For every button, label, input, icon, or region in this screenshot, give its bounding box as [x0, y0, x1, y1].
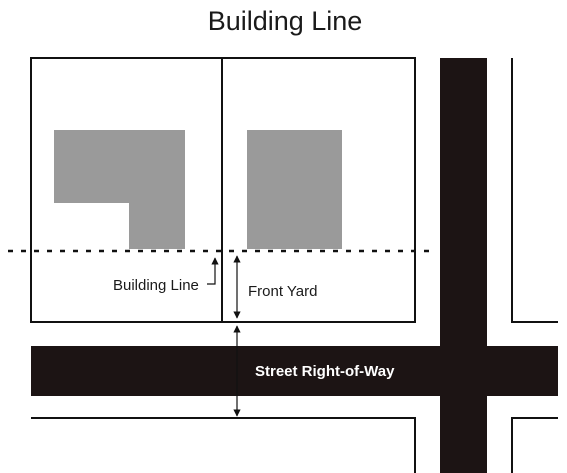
building-right	[247, 130, 342, 249]
building-line-pointer	[207, 257, 219, 285]
lot-far-right-lower-edge	[511, 417, 558, 473]
building-line-label: Building Line	[113, 277, 199, 294]
street-label: Street Right-of-Way	[255, 363, 395, 380]
front-yard-label: Front Yard	[248, 283, 317, 300]
cross-street	[440, 58, 487, 473]
building-left	[54, 130, 185, 249]
lot-bottom-edge	[31, 417, 416, 473]
diagram-title: Building Line	[208, 6, 363, 36]
lot-far-right-upper-edge	[511, 58, 558, 323]
lot-right-outline	[221, 57, 416, 323]
